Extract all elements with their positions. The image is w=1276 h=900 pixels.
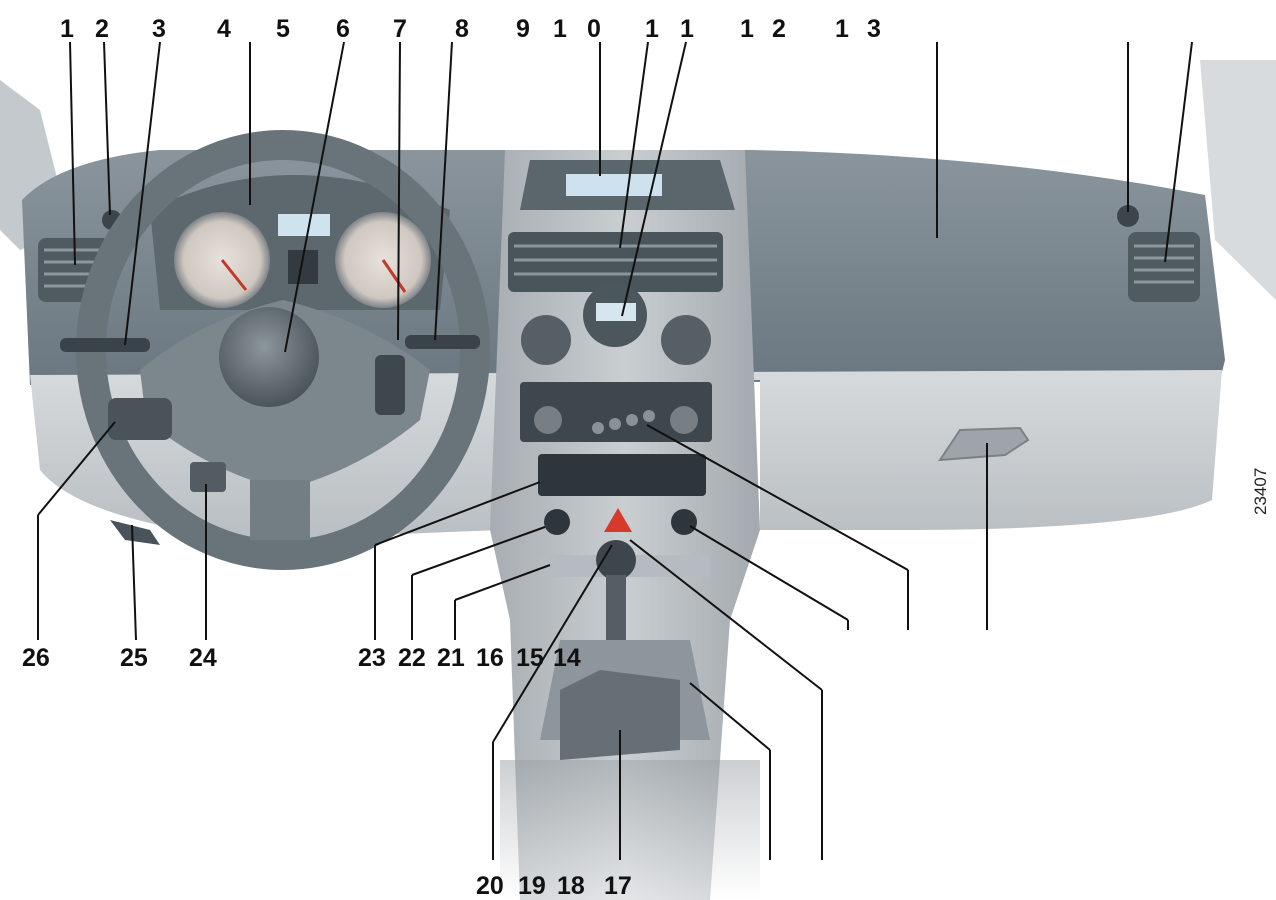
callout-26: 26	[22, 644, 50, 672]
callout-top-1: 1	[60, 15, 74, 43]
callout-20: 20	[476, 872, 504, 900]
radio-right-knob	[670, 406, 698, 434]
callout-top-9: 9	[516, 15, 530, 43]
right-pillar	[1200, 60, 1276, 300]
pedal-lever	[110, 520, 160, 545]
callout-21: 21	[437, 644, 465, 672]
callout-top-2: 2	[95, 15, 109, 43]
callout-top-10a: 1	[553, 15, 567, 43]
callout-25: 25	[120, 644, 148, 672]
left-stalk-control	[60, 338, 150, 352]
callout-top-5: 5	[276, 15, 290, 43]
center-display	[566, 174, 662, 196]
hazard-warning-switch	[604, 508, 632, 532]
airbag-hub	[219, 307, 319, 407]
climate-display	[596, 303, 636, 321]
console-right-switch	[671, 509, 697, 535]
cluster-display	[278, 214, 330, 236]
center-air-vents	[508, 232, 723, 292]
callout-top-8: 8	[455, 15, 469, 43]
climate-left-knob	[521, 315, 571, 365]
figure-reference-number: 23407	[1251, 467, 1270, 515]
callout-14: 14	[553, 644, 581, 672]
right-vent-knob	[1117, 205, 1139, 227]
callout-top-10b: 0	[587, 15, 601, 43]
callout-22: 22	[398, 644, 426, 672]
storage-tray	[538, 454, 706, 496]
callout-top-13a: 1	[835, 15, 849, 43]
leader-lines	[37, 41, 1193, 860]
callout-top-6: 6	[336, 15, 350, 43]
callout-18: 18	[557, 872, 585, 900]
callout-top-4: 4	[217, 15, 231, 43]
radio-unit	[520, 382, 712, 442]
callout-24: 24	[189, 644, 217, 672]
right-air-vent	[1128, 232, 1200, 302]
callout-top-13b: 3	[867, 15, 881, 43]
callout-19: 19	[518, 872, 546, 900]
callout-top-3: 3	[152, 15, 166, 43]
lower-left-switch-panel	[108, 398, 172, 440]
callout-top-12b: 2	[772, 15, 786, 43]
glove-box-handle	[938, 426, 1030, 462]
callout-17: 17	[604, 872, 632, 900]
right-stalk-control	[405, 335, 480, 349]
callout-16: 16	[476, 644, 504, 672]
console-left-switch	[544, 509, 570, 535]
gear-shaft	[606, 575, 626, 655]
callout-23: 23	[358, 644, 386, 672]
callout-top-11b: 1	[680, 15, 694, 43]
callout-15: 15	[516, 644, 544, 672]
gear-knob	[596, 540, 636, 580]
callout-top-11a: 1	[645, 15, 659, 43]
wheel-right-switches	[375, 355, 405, 415]
bonnet-release-lever	[190, 462, 226, 492]
callout-top-12a: 1	[740, 15, 754, 43]
wheel-lower-spoke	[250, 480, 310, 540]
climate-right-knob	[661, 315, 711, 365]
callout-top-7: 7	[393, 15, 407, 43]
radio-left-knob	[534, 406, 562, 434]
handbrake-lever	[560, 670, 680, 760]
